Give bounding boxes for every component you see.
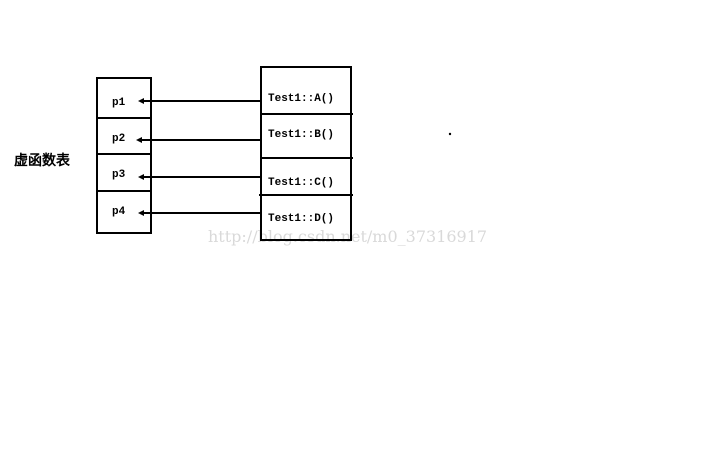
function-label-b: Test1::B() (268, 129, 334, 141)
vtable-box: p1 p2 p3 p4 (96, 77, 152, 234)
arrowhead-p4 (138, 210, 144, 216)
pointer-label-p1: p1 (112, 97, 126, 109)
arrowhead-p3 (138, 174, 144, 180)
pointer-arrows (136, 98, 261, 216)
function-outline (260, 66, 352, 241)
pointer-label-p3: p3 (112, 169, 126, 181)
arrowhead-p2 (136, 137, 142, 143)
pointer-label-p2: p2 (112, 133, 125, 145)
function-label-c: Test1::C() (268, 177, 334, 189)
function-label-a: Test1::A() (268, 93, 334, 105)
pointer-label-p4: p4 (112, 206, 126, 218)
vtable-outline (96, 77, 152, 234)
stray-dot (448, 132, 452, 136)
arrowhead-p1 (138, 98, 144, 104)
watermark: http://blog.csdn.net/m0_37316917 (208, 227, 487, 246)
function-label-d: Test1::D() (268, 213, 334, 225)
function-box: Test1::A() Test1::B() Test1::C() Test1::… (259, 66, 353, 241)
diagram-title: 虚函数表 (14, 152, 71, 169)
